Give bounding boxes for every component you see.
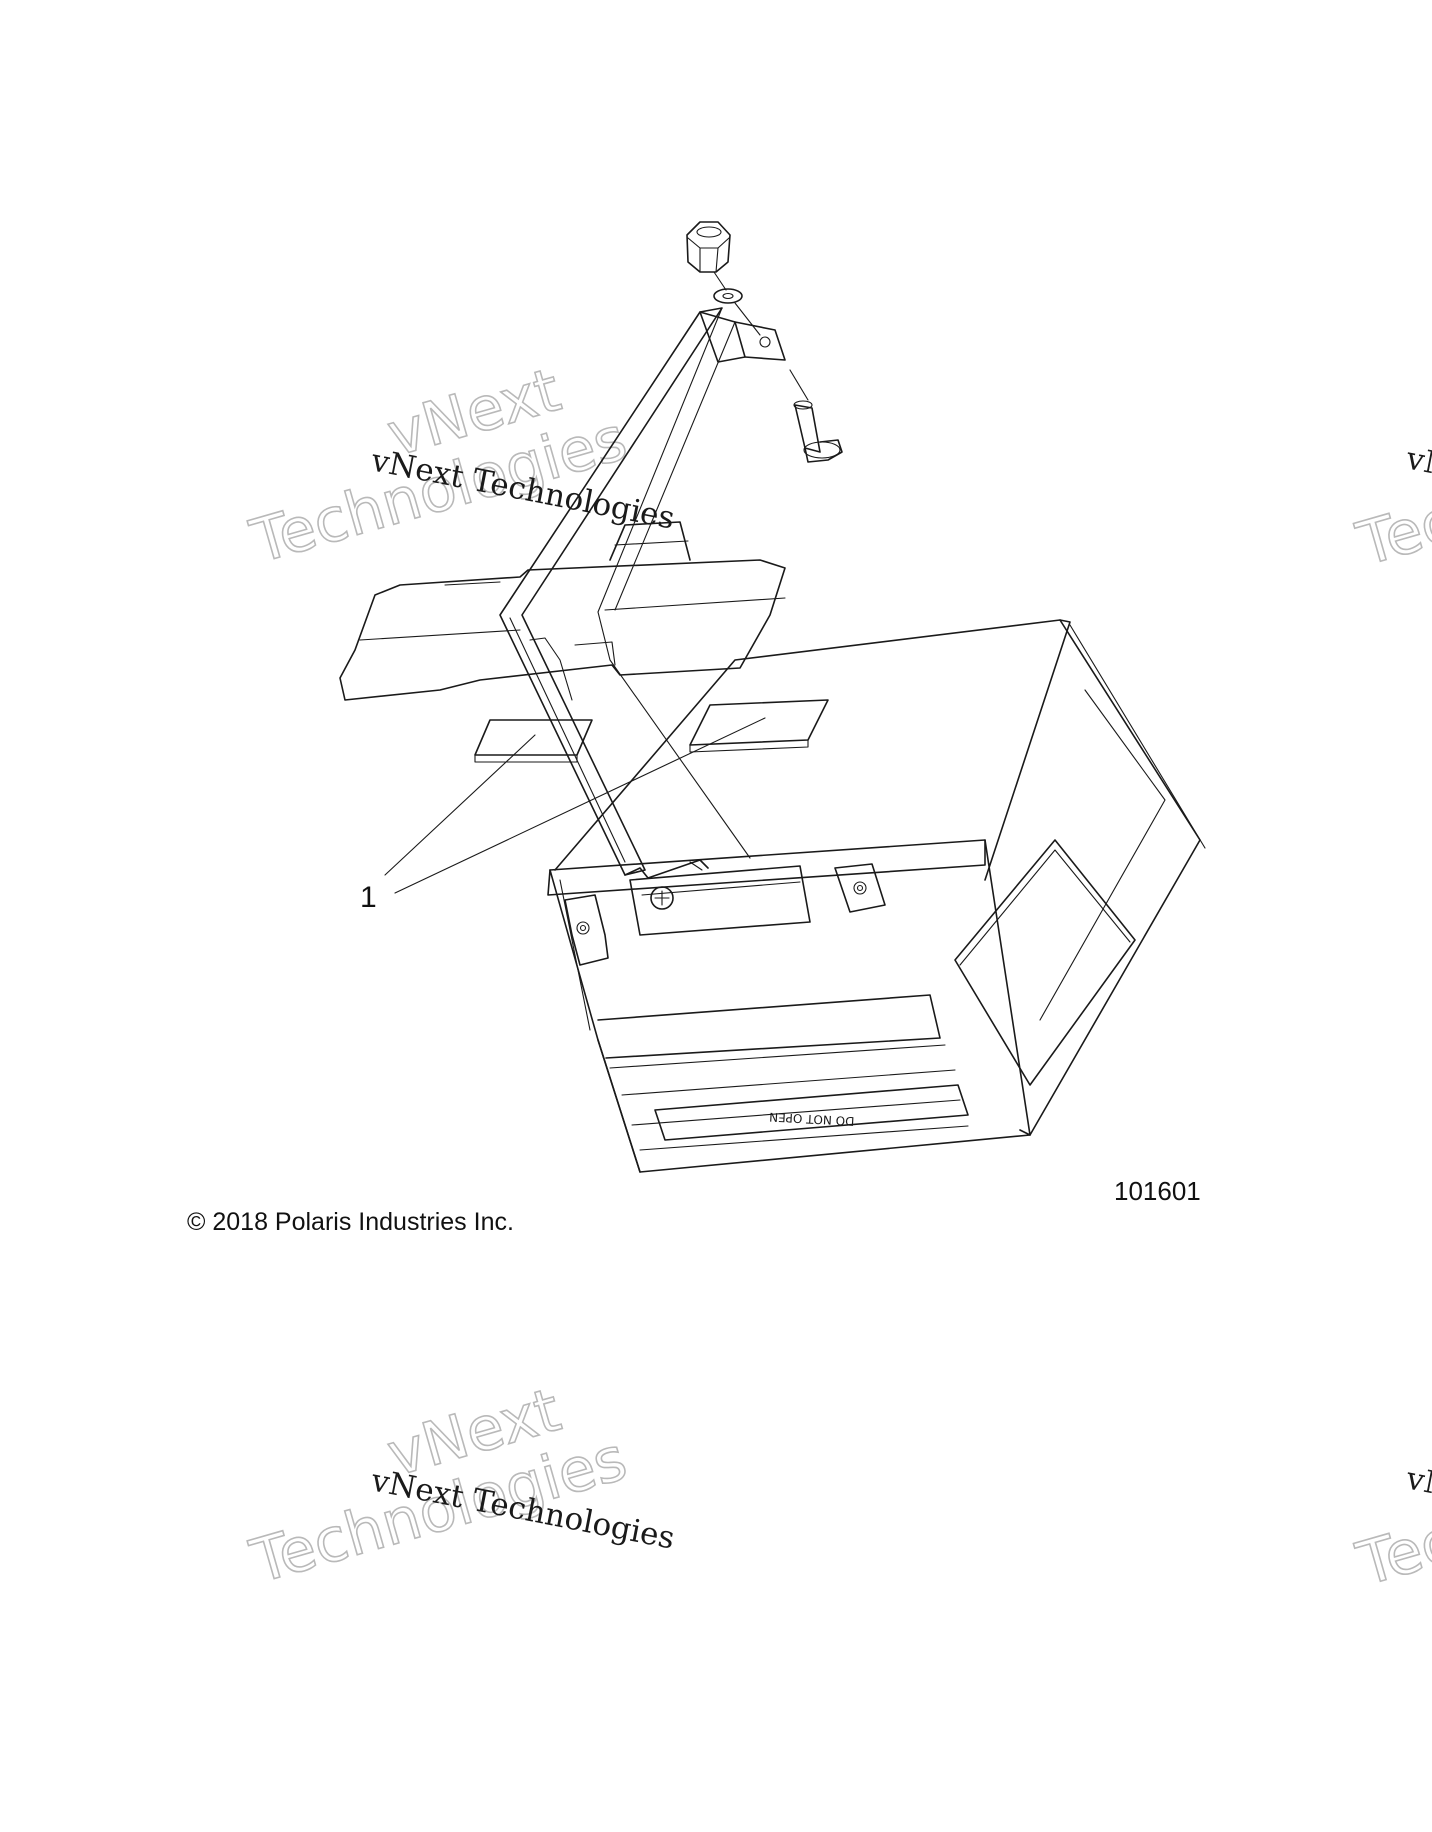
top-pad-outline [339,559,786,701]
terminal-well [629,865,811,936]
terminal-left [564,894,609,966]
vent-cap [650,886,674,910]
hold-down-strap [499,307,786,879]
terminal-right [834,863,886,913]
strap-mount-tab [734,321,786,361]
flange-nut [686,221,731,273]
watermark-top: vNext Technologies vNext Technologies [242,354,677,578]
battery-pads [474,699,829,763]
callout-number: 1 [360,881,377,914]
battery: DO NOT OPEN [547,619,1206,1173]
figure-number: 101601 [1114,1176,1201,1206]
battery-side-panel [954,839,1136,1086]
bolt-shank [794,404,821,453]
battery-top-face [554,619,1071,881]
washer [713,288,743,304]
fasteners [686,221,843,463]
watermark-large-text: Technologies [1350,1426,1432,1600]
battery-label-plate [654,1084,969,1141]
pad-left [474,719,593,756]
battery-front-face [549,839,1031,1173]
strap-top-pad [339,521,786,701]
pad-right [689,699,829,746]
watermark-bottom-right: Technologies vNext Technologies [1349,1426,1432,1601]
battery-warning-label: DO NOT OPEN [769,1110,855,1128]
watermark-large-text: Technologies [1350,406,1432,580]
callout-leaders: 1 [360,717,766,914]
watermark-top-right: Technologies vNext Technologies [1349,406,1432,581]
copyright-notice: © 2018 Polaris Industries Inc. [187,1208,514,1236]
watermark-bottom: vNext Technologies vNext Technologies [242,1374,677,1598]
battery-side-face [1019,619,1201,1136]
